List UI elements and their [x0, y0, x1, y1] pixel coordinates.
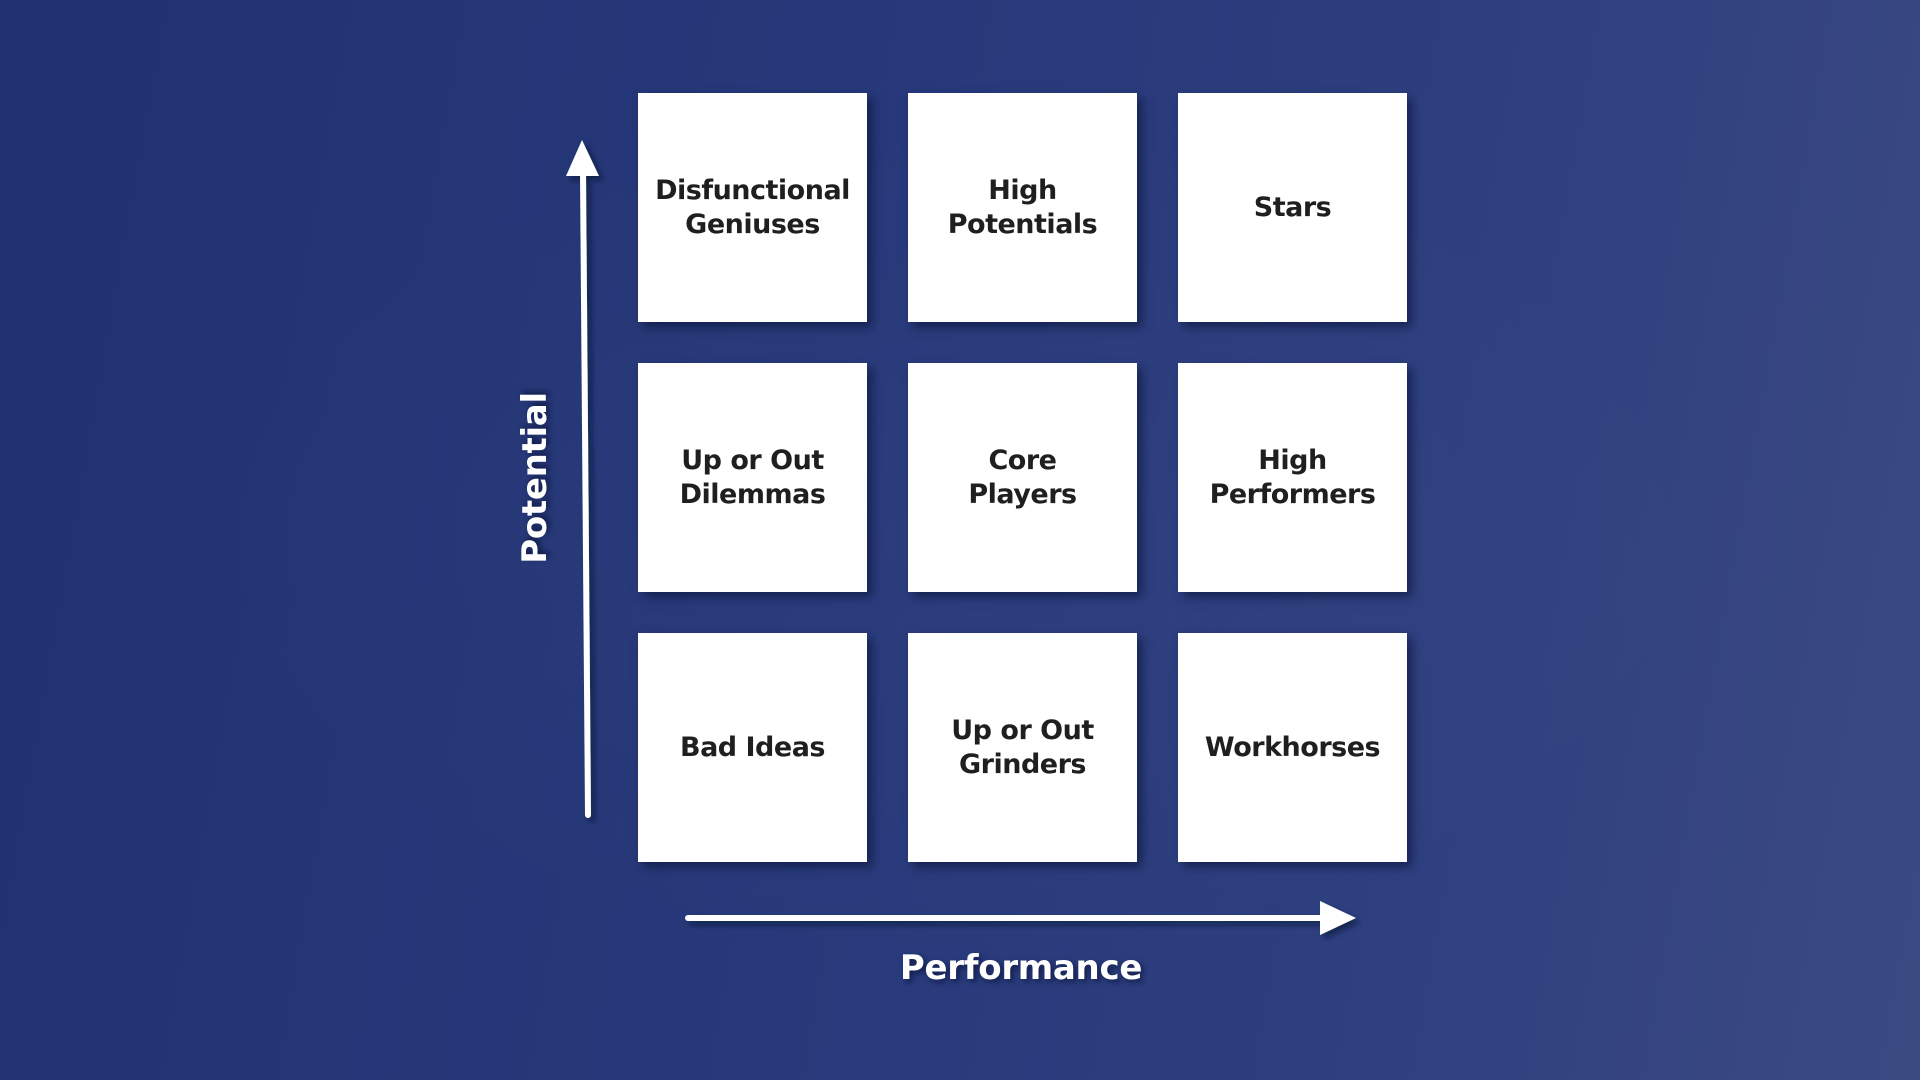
cell-label: Workhorses	[1204, 731, 1381, 763]
cell-bottom-left: Bad Ideas	[638, 633, 867, 862]
cell-label: Disfunctional Geniuses	[655, 174, 850, 240]
y-axis-label: Potential	[515, 392, 555, 564]
cell-label: Stars	[1253, 191, 1332, 223]
cell-bottom-center: Up or Out Grinders	[908, 633, 1137, 862]
cell-label: Up or Out Dilemmas	[679, 444, 826, 510]
cell-middle-left: Up or Out Dilemmas	[638, 363, 867, 592]
y-axis-arrow	[566, 140, 599, 818]
cell-label: High Potentials	[947, 174, 1098, 240]
cell-middle-right: High Performers	[1178, 363, 1407, 592]
cell-bottom-right: Workhorses	[1178, 633, 1407, 862]
cell-label: Core Players	[968, 444, 1077, 510]
cell-label: Up or Out Grinders	[951, 714, 1094, 780]
x-axis-arrow	[685, 901, 1356, 935]
cell-top-left: Disfunctional Geniuses	[638, 93, 867, 322]
cell-top-center: High Potentials	[908, 93, 1137, 322]
cell-top-right: Stars	[1178, 93, 1407, 322]
cell-label: Bad Ideas	[679, 731, 826, 763]
x-axis-label: Performance	[899, 948, 1143, 988]
cell-middle-center: Core Players	[908, 363, 1137, 592]
cell-label: High Performers	[1209, 444, 1376, 510]
nine-box-grid: Disfunctional Geniuses High Potentials S…	[638, 93, 1407, 862]
